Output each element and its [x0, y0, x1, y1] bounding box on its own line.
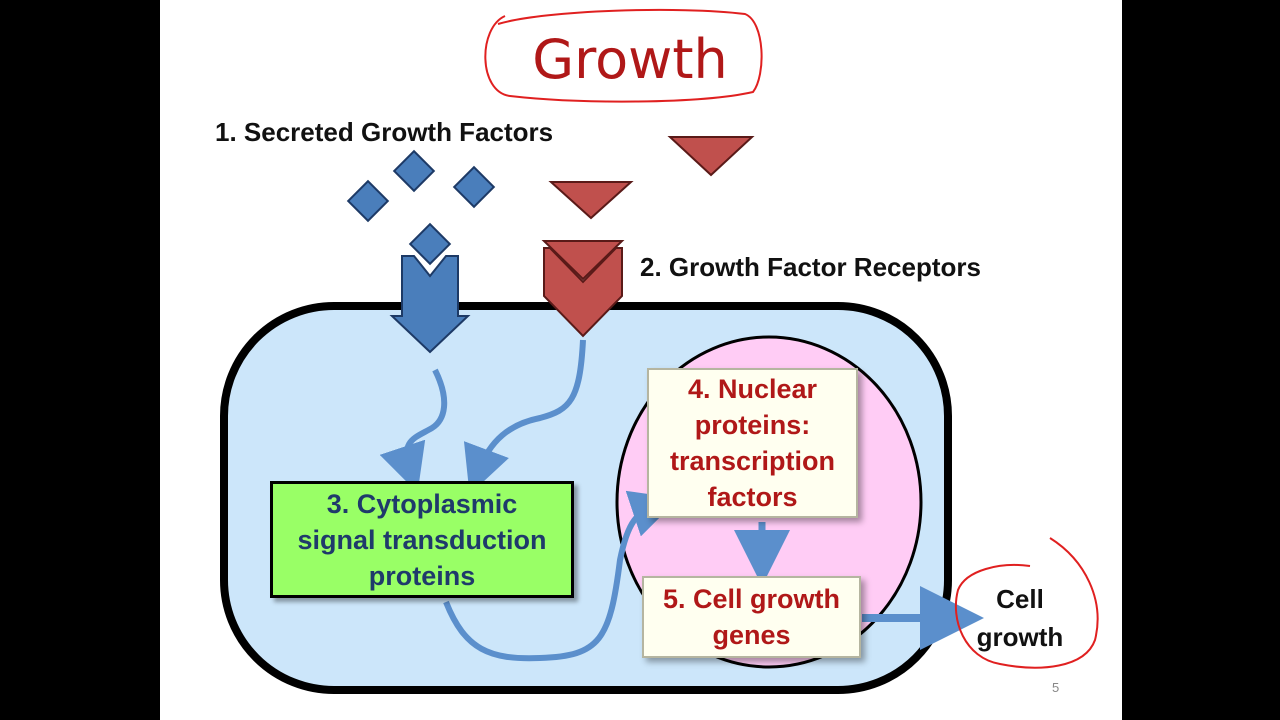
- growth-factor-triangle: [548, 181, 634, 220]
- outcome-line: Cell: [996, 584, 1044, 614]
- box-cell-growth-genes: 5. Cell growth genes: [642, 576, 861, 658]
- box-nuclear-proteins: 4. Nuclear proteins: transcription facto…: [647, 368, 858, 518]
- growth-factor-diamond: [408, 222, 452, 266]
- receptor-red: [543, 247, 623, 338]
- growth-factor-triangle: [541, 240, 625, 281]
- signal-arrow: [463, 339, 586, 495]
- label-growth-factor-receptors: 2. Growth Factor Receptors: [640, 252, 981, 282]
- signal-arrow: [379, 368, 448, 493]
- outcome-annotation-circle: [954, 537, 1099, 669]
- box-cytoplasmic-proteins: 3. Cytoplasmic signal transduction prote…: [270, 481, 574, 598]
- box-line: 3. Cytoplasmic: [326, 488, 518, 519]
- box-line: proteins:: [694, 410, 811, 440]
- box-line: 5. Cell growth: [662, 584, 841, 614]
- growth-factor-diamond: [392, 149, 436, 193]
- signal-arrow: [443, 490, 679, 662]
- label-secreted-growth-factors: 1. Secreted Growth Factors: [215, 117, 554, 147]
- outcome-line: growth: [976, 622, 1064, 652]
- slide-number: 5: [1052, 680, 1060, 695]
- box-line: genes: [712, 620, 791, 650]
- slide: Growth 1. Secreted Growth Factors 2. Gro…: [160, 0, 1122, 720]
- box-line: proteins: [368, 560, 476, 591]
- box-line: transcription: [669, 446, 836, 476]
- growth-factor-diamond: [346, 179, 390, 223]
- growth-factor-triangle: [667, 136, 755, 177]
- receptor-blue: [389, 255, 471, 354]
- box-line: signal transduction: [297, 524, 547, 555]
- page-title: Growth: [532, 28, 728, 91]
- box-line: 4. Nuclear: [687, 374, 818, 404]
- growth-factor-diamond: [452, 165, 496, 209]
- title-annotation-circle: [484, 8, 763, 103]
- outcome-label: Cell growth: [960, 580, 1080, 656]
- box-line: factors: [707, 482, 798, 512]
